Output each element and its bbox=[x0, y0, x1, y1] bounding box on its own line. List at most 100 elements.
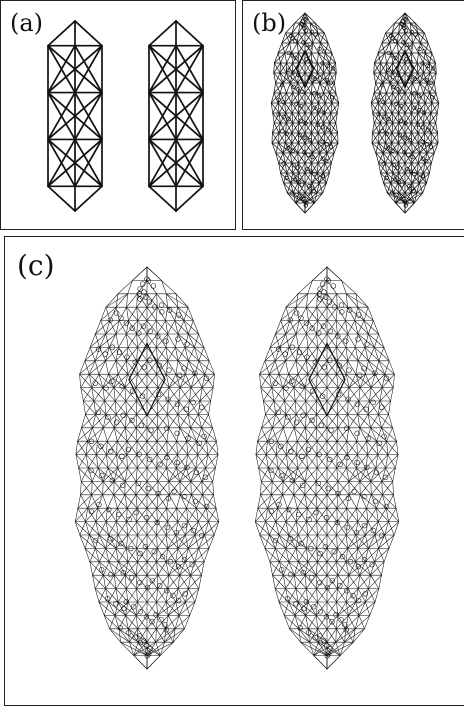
panel-c-left-edge bbox=[166, 294, 188, 307]
panel-c-left-edge bbox=[109, 548, 116, 561]
panel-c-left-edge bbox=[126, 294, 137, 307]
panel-c-left-node bbox=[131, 604, 136, 609]
panel-c-left-edge bbox=[117, 428, 125, 441]
panel-c-left-edge bbox=[114, 388, 115, 401]
panel-c-right-node bbox=[318, 551, 323, 556]
panel-c-right-edge bbox=[348, 575, 360, 588]
panel-b-left-edge bbox=[298, 153, 299, 163]
panel-b-left-edge bbox=[296, 203, 305, 213]
panel-c-left-edge bbox=[92, 428, 97, 441]
panel-c-right-node bbox=[309, 575, 314, 580]
panel-c-left-edge bbox=[199, 535, 215, 548]
panel-c-right-edge bbox=[269, 535, 275, 548]
panel-c-left-edge bbox=[188, 548, 194, 561]
panel-b-right-edge bbox=[376, 143, 379, 153]
panel-a-left-edge bbox=[75, 21, 102, 46]
panel-c-right-node bbox=[379, 405, 384, 410]
panel-c-left-edge bbox=[157, 602, 158, 615]
panel-c-left-edge bbox=[116, 575, 125, 588]
panel-b-left-edge bbox=[286, 33, 290, 43]
panel-c-right-edge bbox=[306, 615, 318, 628]
panel-b-right-node bbox=[404, 204, 408, 208]
panel-c-right-edge bbox=[317, 307, 318, 320]
panel-c-left-edge bbox=[104, 602, 108, 615]
panel-c-right-edge bbox=[256, 441, 267, 454]
panel-c-left-edge bbox=[188, 441, 197, 454]
panel-c-left-node bbox=[185, 342, 190, 347]
panel-b-right-edge bbox=[376, 83, 381, 93]
panel-c-left-edge bbox=[109, 334, 116, 347]
panel-c-left-edge bbox=[185, 522, 198, 535]
panel-b-left-edge bbox=[285, 153, 290, 163]
panel-c-left-edge bbox=[106, 441, 107, 454]
panel-c-right-edge bbox=[276, 441, 287, 454]
panel-c-right-node bbox=[290, 478, 295, 483]
panel-c-left-edge bbox=[157, 468, 158, 481]
panel-c-left-edge bbox=[136, 468, 137, 481]
panel-c-left-edge bbox=[193, 321, 198, 334]
panel-c-left-edge bbox=[202, 481, 203, 494]
panel-c-right-edge bbox=[356, 455, 367, 468]
panel-c-left-edge bbox=[197, 428, 202, 441]
panel-c-left-edge bbox=[103, 428, 107, 441]
panel-c-right-edge bbox=[357, 441, 366, 454]
panel-c-right-edge bbox=[299, 307, 306, 320]
panel-c-right-edge bbox=[356, 294, 368, 307]
panel-c-right-edge bbox=[270, 334, 286, 347]
panel-c-right-edge bbox=[316, 562, 317, 575]
panel-b-left-edge bbox=[273, 103, 278, 113]
panel-c-left-edge bbox=[126, 401, 127, 414]
panel-c-right-edge bbox=[346, 294, 347, 307]
panel-c-right-edge bbox=[382, 481, 392, 494]
panel-c-right-edge bbox=[296, 508, 307, 521]
panel-c-right-edge bbox=[346, 294, 368, 307]
panel-c-right-edge bbox=[360, 468, 366, 481]
panel-b-right-edge bbox=[418, 123, 423, 133]
panel-b-left-edge bbox=[292, 73, 297, 83]
panel-c-right-node bbox=[332, 549, 337, 554]
panel-b-left-edge bbox=[313, 43, 319, 53]
panel-b-right-edge bbox=[413, 33, 418, 43]
panel-c-right-edge bbox=[358, 321, 364, 334]
panel-c-left-node bbox=[106, 507, 111, 512]
panel-c-left-edge bbox=[157, 562, 158, 575]
panel-c-right-node bbox=[301, 413, 306, 418]
panel-c-right-edge bbox=[283, 495, 288, 508]
panel-c-right-edge bbox=[358, 334, 374, 347]
panel-c-left-edge bbox=[106, 294, 128, 307]
panel-c-right-edge bbox=[296, 334, 299, 347]
panel-c-left-edge bbox=[103, 495, 108, 508]
panel-c-right-edge bbox=[259, 455, 267, 468]
panel-c-left-edge bbox=[157, 495, 158, 508]
panel-c-right-node bbox=[319, 423, 324, 428]
panel-b-left-edge bbox=[312, 143, 313, 153]
panel-c-right-edge bbox=[279, 361, 286, 374]
panel-c-left-edge bbox=[105, 401, 106, 414]
panel-c-left-edge bbox=[126, 615, 138, 628]
panel-c-left-edge bbox=[89, 535, 95, 548]
panel-b-right-edge bbox=[411, 53, 412, 63]
panel-c-left-edge bbox=[168, 307, 175, 320]
panel-c-right-edge bbox=[348, 388, 349, 401]
panel-c-left-edge bbox=[178, 548, 185, 561]
panel-c-left-edge bbox=[118, 374, 125, 387]
panel-c-left-edge bbox=[196, 495, 202, 508]
panel-c-left-edge bbox=[157, 321, 165, 334]
panel-c-right-edge bbox=[364, 307, 368, 320]
panel-c-right-edge bbox=[316, 575, 317, 588]
panel-c-right-edge bbox=[337, 414, 338, 427]
panel-c-right-edge bbox=[298, 522, 306, 535]
panel-b-left-edge bbox=[324, 83, 327, 93]
panel-b-right-edge bbox=[398, 53, 399, 63]
panel-c-left-edge bbox=[118, 602, 125, 615]
panel-c-left-node bbox=[139, 423, 144, 428]
panel-c-right-edge bbox=[260, 374, 272, 387]
panel-c-right-edge bbox=[375, 562, 382, 575]
panel-b-left-edge bbox=[298, 53, 299, 63]
panel-c-left-edge bbox=[205, 374, 213, 387]
panel-b-left-edge bbox=[292, 43, 298, 53]
panel-c-left-edge bbox=[188, 321, 193, 334]
panel-c-right-edge bbox=[289, 548, 296, 561]
panel-c-right-edge bbox=[366, 455, 368, 468]
panel-c-left-edge bbox=[118, 562, 125, 575]
